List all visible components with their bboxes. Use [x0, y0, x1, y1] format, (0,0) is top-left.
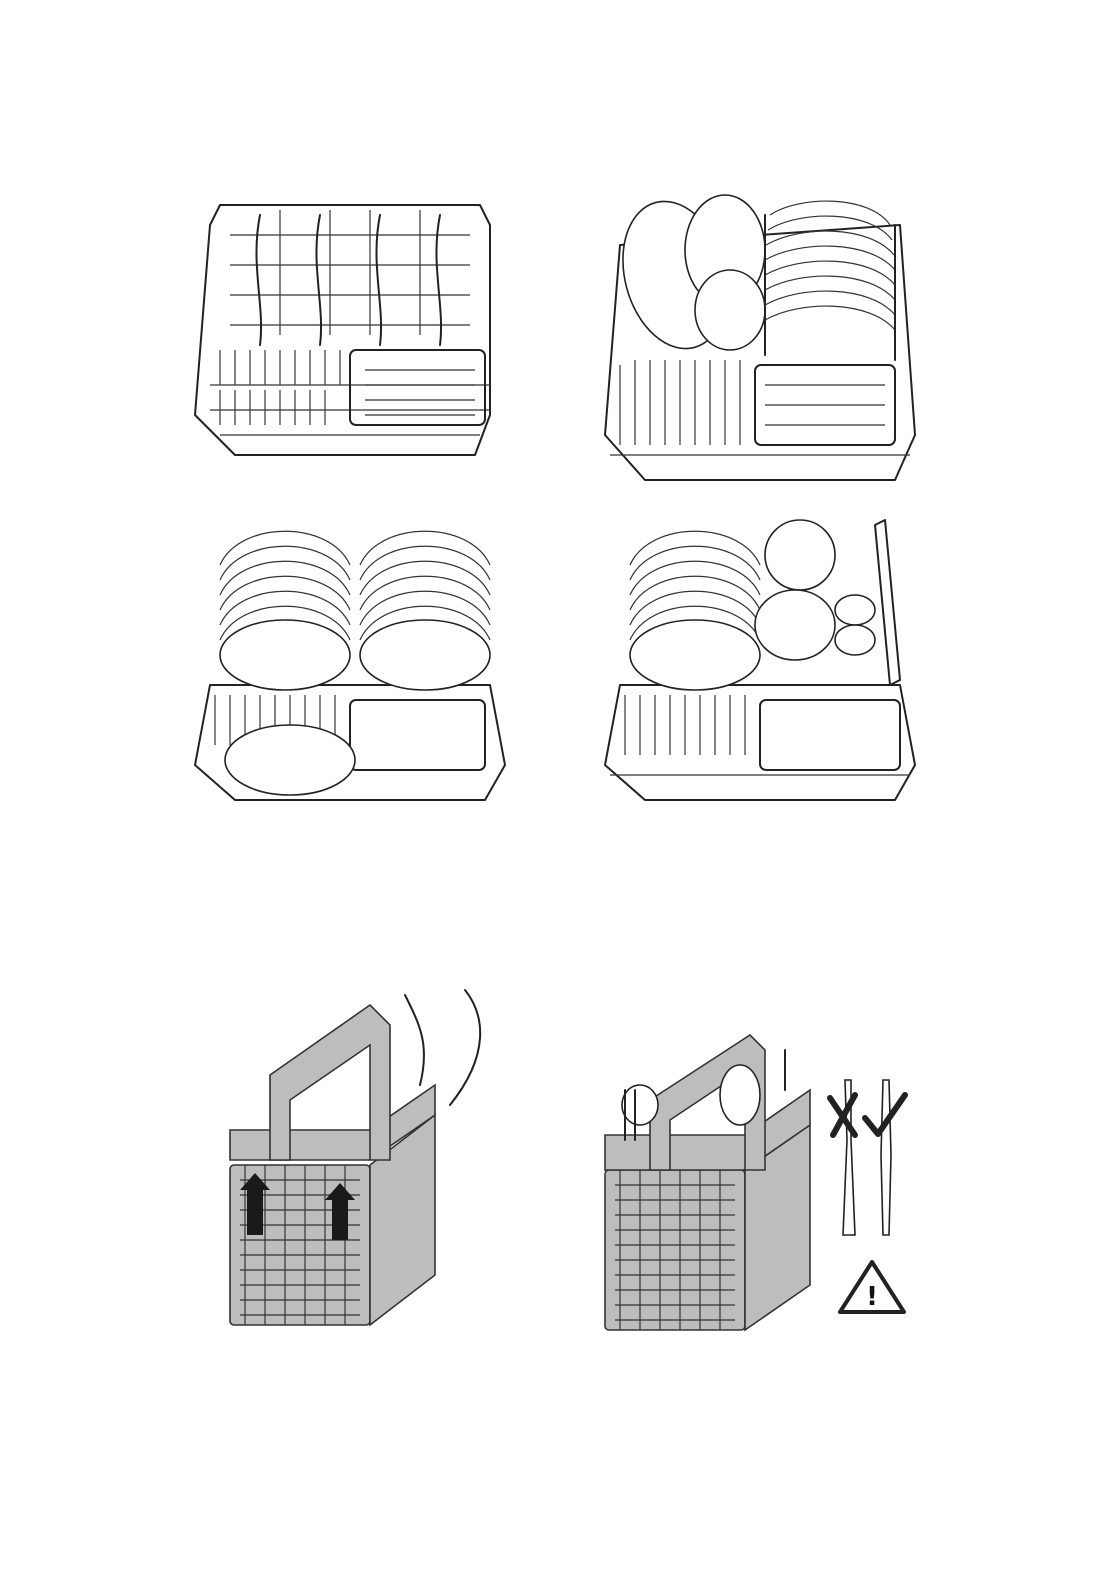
- check-mark-icon: [860, 1090, 910, 1140]
- rack-serving-plates-illustration: [600, 185, 920, 485]
- cross-mark-icon: [825, 1090, 860, 1140]
- warning-symbol: !: [866, 1282, 878, 1312]
- cutlery-basket-loaded-illustration: [600, 1030, 825, 1335]
- empty-lower-rack-illustration: [190, 185, 510, 465]
- rack-plates-pots-illustration: [600, 515, 920, 805]
- rack-full-plates-illustration: [190, 515, 510, 805]
- cutlery-basket-grid-illustration: [220, 985, 500, 1335]
- warning-icon: !: [836, 1258, 908, 1316]
